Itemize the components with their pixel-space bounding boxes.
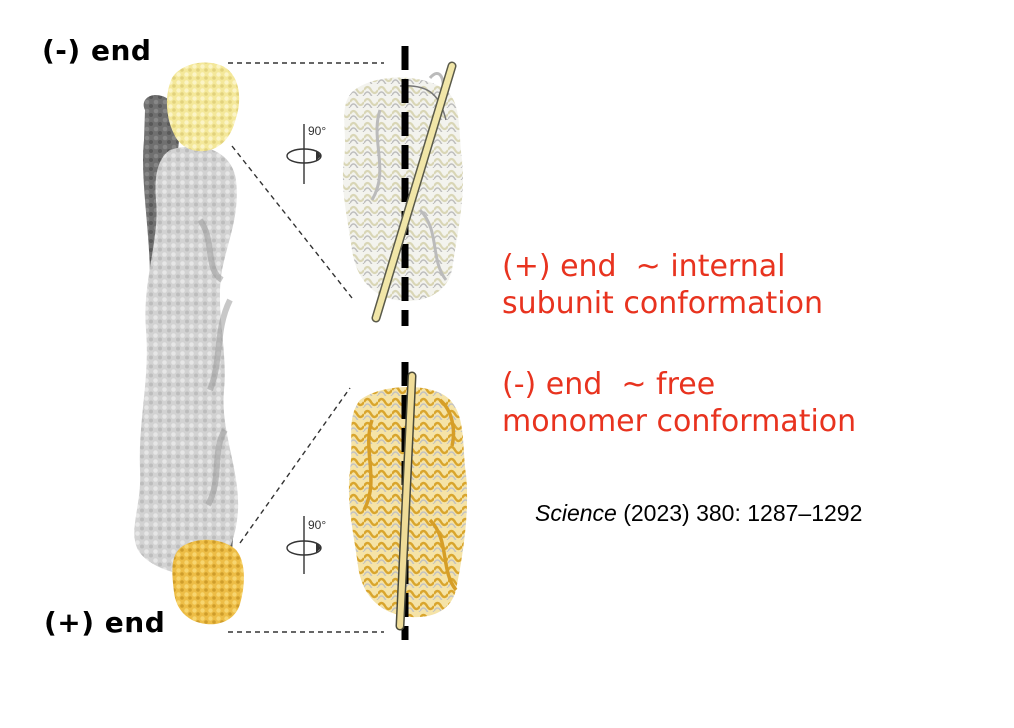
plus-end-note: (+) end ~ internal subunit conformation xyxy=(502,248,823,322)
actin-filament xyxy=(134,62,244,625)
plus-end-note-line2: subunit conformation xyxy=(502,286,824,321)
plus-end-note-line1: (+) end ~ internal xyxy=(502,249,786,284)
minus-end-note-line1: (-) end ~ free xyxy=(502,367,716,402)
guide-top-2 xyxy=(231,145,353,299)
plus-end-ribbon-structure xyxy=(348,362,468,640)
minus-end-note-line2: monomer conformation xyxy=(502,404,857,439)
filament-groove-shadow xyxy=(197,218,233,507)
rotation-label-bottom: 90° xyxy=(308,518,326,532)
citation: Science (2023) 380: 1287–1292 xyxy=(535,500,862,527)
zoom-guides xyxy=(228,62,384,633)
rotation-symbol-bottom: 90° xyxy=(286,516,326,574)
minus-end-ribbon-structure xyxy=(342,46,463,326)
citation-journal: Science xyxy=(535,500,617,526)
minus-end-subunit xyxy=(166,62,240,152)
plus-end-label: (+) end xyxy=(44,606,166,639)
minus-end-label: (-) end xyxy=(42,34,152,67)
rotation-symbol-top: 90° xyxy=(286,124,326,184)
minus-end-note: (-) end ~ free monomer conformation xyxy=(502,366,856,440)
guide-bottom-1 xyxy=(239,387,351,544)
rotation-label-top: 90° xyxy=(308,124,326,138)
plus-end-subunit xyxy=(172,539,244,625)
citation-details: (2023) 380: 1287–1292 xyxy=(616,500,863,526)
